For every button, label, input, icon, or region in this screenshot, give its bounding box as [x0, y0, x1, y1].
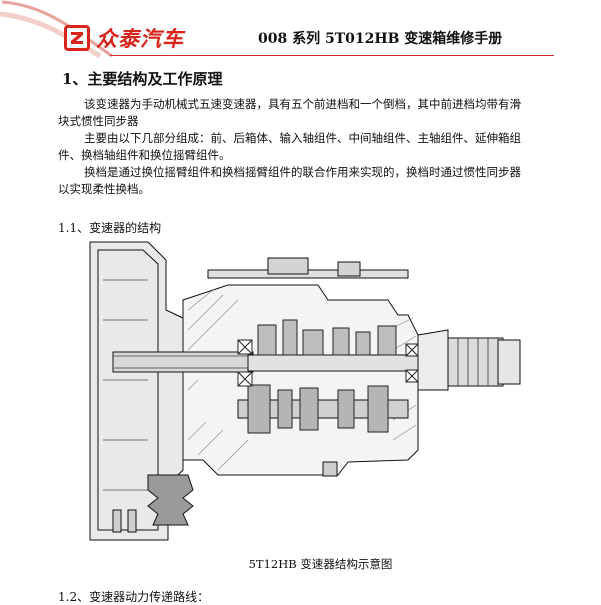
paragraph-2: 主要由以下几部分组成：前、后箱体、输入轴组件、中间轴组件、主轴组件、延伸箱组件、… — [58, 131, 521, 162]
paragraph-3: 换档是通过换位摇臂组件和换档摇臂组件的联合作用来实现的，换档时通过惯性同步器以实… — [58, 165, 521, 196]
subsection-heading-structure: 1.1、变速器的结构 — [58, 221, 162, 235]
figure-caption: 5T12HB 变速器结构示意图 — [248, 557, 393, 571]
zotye-z-logo-icon — [64, 25, 90, 51]
section-heading: 1、主要结构及工作原理 — [62, 70, 223, 88]
subsection-heading-power-flow: 1.2、变速器动力传递路线： — [58, 590, 210, 604]
transmission-cross-section-drawing — [89, 241, 521, 541]
header-divider — [110, 55, 554, 56]
brand-logo: 众泰汽车 — [64, 23, 184, 53]
brand-name: 众泰汽车 — [96, 27, 184, 51]
manual-title: 008 系列 5T012HB 变速箱维修手册 — [258, 31, 503, 47]
page-header: 众泰汽车 008 系列 5T012HB 变速箱维修手册 — [0, 0, 601, 58]
paragraph-1: 该变速器为手动机械式五速变速器，具有五个前进档和一个倒档，其中前进档均带有滑块式… — [58, 97, 521, 128]
